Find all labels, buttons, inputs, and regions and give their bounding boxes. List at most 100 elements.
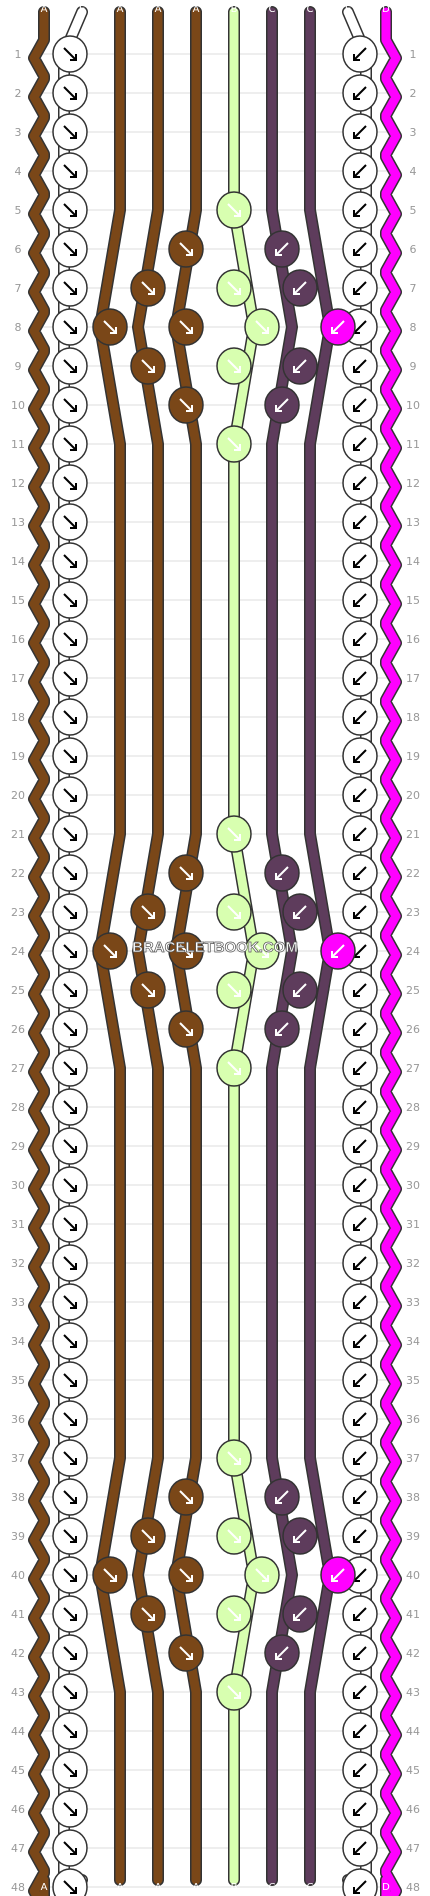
knot bbox=[282, 269, 318, 307]
knot-right-edge bbox=[342, 1400, 378, 1438]
row-number-right: 26 bbox=[406, 1023, 420, 1036]
strand-label-bottom: E bbox=[79, 1882, 85, 1893]
knot-left-edge bbox=[52, 1322, 88, 1360]
row-number-left: 11 bbox=[11, 438, 25, 451]
strand-label-top: C bbox=[307, 4, 314, 15]
knot-left-edge bbox=[52, 1556, 88, 1594]
row-number-left: 20 bbox=[11, 789, 25, 802]
knot-right-edge bbox=[342, 1166, 378, 1204]
knot-right-edge bbox=[342, 1283, 378, 1321]
knot-right-edge bbox=[342, 1790, 378, 1828]
knot-right-edge bbox=[342, 1595, 378, 1633]
knot-right-edge bbox=[342, 854, 378, 892]
knot bbox=[216, 347, 252, 385]
row-number-left: 30 bbox=[11, 1179, 25, 1192]
row-number-left: 44 bbox=[11, 1725, 25, 1738]
knot-left-edge bbox=[52, 932, 88, 970]
knot bbox=[244, 1556, 280, 1594]
row-number-right: 4 bbox=[410, 165, 417, 178]
knot-right-edge bbox=[342, 698, 378, 736]
knot bbox=[92, 308, 128, 346]
row-number-right: 48 bbox=[406, 1881, 420, 1894]
strand-label-top: D bbox=[382, 4, 390, 15]
row-number-left: 37 bbox=[11, 1452, 25, 1465]
knot bbox=[282, 971, 318, 1009]
knot-right-edge bbox=[342, 152, 378, 190]
strand-label-bottom: C bbox=[307, 1882, 314, 1893]
knot-left-edge bbox=[52, 464, 88, 502]
row-number-left: 47 bbox=[11, 1842, 25, 1855]
knot-left-edge bbox=[52, 1790, 88, 1828]
row-number-right: 41 bbox=[406, 1608, 420, 1621]
knot-right-edge bbox=[342, 1088, 378, 1126]
row-number-right: 38 bbox=[406, 1491, 420, 1504]
knot-right-edge bbox=[342, 1751, 378, 1789]
knot-left-edge bbox=[52, 113, 88, 151]
knot bbox=[92, 932, 128, 970]
knot-top bbox=[216, 815, 252, 853]
row-number-right: 8 bbox=[410, 321, 417, 334]
row-number-right: 5 bbox=[410, 204, 417, 217]
row-number-left: 28 bbox=[11, 1101, 25, 1114]
row-number-right: 44 bbox=[406, 1725, 420, 1738]
knot-left-edge bbox=[52, 1829, 88, 1867]
row-number-right: 25 bbox=[406, 984, 420, 997]
row-number-right: 3 bbox=[410, 126, 417, 139]
row-number-left: 41 bbox=[11, 1608, 25, 1621]
knot-left-edge bbox=[52, 659, 88, 697]
row-number-right: 43 bbox=[406, 1686, 420, 1699]
knot bbox=[130, 971, 166, 1009]
knot-left-edge bbox=[52, 152, 88, 190]
row-number-left: 32 bbox=[11, 1257, 25, 1270]
knot bbox=[216, 269, 252, 307]
knot bbox=[282, 347, 318, 385]
row-number-right: 16 bbox=[406, 633, 420, 646]
row-number-right: 18 bbox=[406, 711, 420, 724]
knot-right-edge bbox=[342, 1439, 378, 1477]
row-number-left: 45 bbox=[11, 1764, 25, 1777]
row-number-right: 12 bbox=[406, 477, 420, 490]
knots bbox=[52, 35, 378, 1896]
knot bbox=[168, 854, 204, 892]
knot-left-edge bbox=[52, 776, 88, 814]
row-grid bbox=[30, 53, 400, 1888]
row-number-right: 30 bbox=[406, 1179, 420, 1192]
knot bbox=[320, 308, 356, 346]
knot-right-edge bbox=[342, 425, 378, 463]
knot bbox=[130, 1517, 166, 1555]
row-number-left: 23 bbox=[11, 906, 25, 919]
row-number-right: 22 bbox=[406, 867, 420, 880]
knot bbox=[168, 230, 204, 268]
knot-right-edge bbox=[342, 1868, 378, 1896]
row-number-right: 47 bbox=[406, 1842, 420, 1855]
row-number-left: 26 bbox=[11, 1023, 25, 1036]
row-number-left: 3 bbox=[15, 126, 22, 139]
knot-left-edge bbox=[52, 1478, 88, 1516]
row-number-left: 36 bbox=[11, 1413, 25, 1426]
strand-label-top: E bbox=[345, 4, 351, 15]
knot-left-edge bbox=[52, 308, 88, 346]
row-number-right: 17 bbox=[406, 672, 420, 685]
row-number-right: 32 bbox=[406, 1257, 420, 1270]
knot bbox=[264, 1478, 300, 1516]
row-number-right: 35 bbox=[406, 1374, 420, 1387]
knot bbox=[264, 1634, 300, 1672]
knot-right-edge bbox=[342, 659, 378, 697]
knot bbox=[244, 932, 280, 970]
knot-left-edge bbox=[52, 1166, 88, 1204]
knot-right-edge bbox=[342, 776, 378, 814]
row-number-right: 7 bbox=[410, 282, 417, 295]
knot-left-edge bbox=[52, 1400, 88, 1438]
knot-right-edge bbox=[342, 113, 378, 151]
right-edge-strand bbox=[381, 7, 401, 1896]
knot bbox=[216, 1595, 252, 1633]
knot-right-edge bbox=[342, 1517, 378, 1555]
knot-right-edge bbox=[342, 35, 378, 73]
knot-left-edge bbox=[52, 230, 88, 268]
knot-right-edge bbox=[342, 503, 378, 541]
strand-label-top: C bbox=[269, 4, 276, 15]
knot-left-edge bbox=[52, 542, 88, 580]
row-number-left: 40 bbox=[11, 1569, 25, 1582]
knot bbox=[264, 854, 300, 892]
